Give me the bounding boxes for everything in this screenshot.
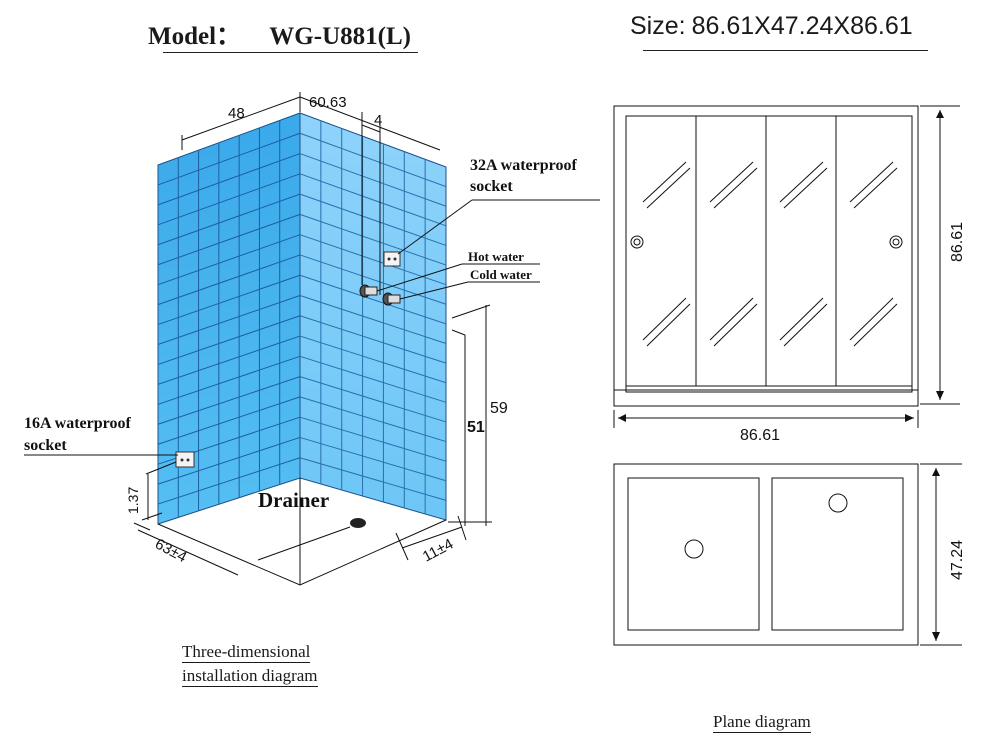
dim-48: 48 <box>228 105 245 122</box>
hot-water-pipe <box>359 263 540 298</box>
model-title-underline <box>163 52 418 53</box>
caption-plane: Plane diagram <box>713 712 811 733</box>
left-wall-grid-line <box>157 213 301 266</box>
left-wall-grid-line <box>157 376 301 425</box>
glass-panel-3 <box>765 115 837 387</box>
left-wall-grid-line <box>157 396 301 445</box>
left-wall-grid-line <box>157 335 301 385</box>
left-wall-grid-line <box>157 274 301 326</box>
left-wall-grid-line <box>157 254 301 306</box>
glass-panel-4 <box>835 115 913 387</box>
socket-16a <box>24 451 195 468</box>
caption-3d-line1: Three-dimensional <box>182 642 311 663</box>
dim-60-63: 60.63 <box>309 94 347 111</box>
right-wall-grid-line <box>299 436 447 482</box>
model-value: WG-U881(L) <box>269 23 411 50</box>
right-wall-grid-line <box>299 376 447 423</box>
size-value: 86.61X47.24X86.61 <box>691 12 913 40</box>
right-wall-grid-line <box>299 295 447 344</box>
size-title: Size:86.61X47.24X86.61 <box>630 12 913 41</box>
right-wall-grid-line <box>299 315 447 364</box>
right-wall-grid-line <box>299 274 447 325</box>
model-label: Model： <box>148 23 242 50</box>
label-hot-water: Hot water <box>468 249 524 264</box>
drain-circle-left <box>684 539 704 559</box>
cold-water-pipe <box>382 281 540 306</box>
right-wall-grid-line <box>299 457 447 501</box>
dim-59: 59 <box>490 400 508 417</box>
dim-socket-height <box>141 461 177 521</box>
front-height-label: 86.61 <box>949 222 966 262</box>
right-wall-grid-line <box>299 173 447 227</box>
left-wall-grid-line <box>157 315 301 365</box>
glass-panel-1 <box>625 115 697 387</box>
left-wall-grid-line <box>157 295 301 345</box>
right-wall-grid-line <box>299 153 447 207</box>
left-wall-grid-line <box>157 457 301 505</box>
top-view <box>613 463 919 646</box>
dim-floor-lines <box>133 515 467 576</box>
right-wall-grid-line <box>299 355 447 403</box>
model-title: Model： WG-U881(L) <box>148 16 411 52</box>
right-wall-grid-line <box>299 254 447 305</box>
left-wall-grid-line <box>157 355 301 405</box>
right-wall-grid-line <box>299 416 447 462</box>
dim-height-lines <box>448 304 492 526</box>
label-drainer: Drainer <box>258 488 329 512</box>
left-wall-grid-line <box>157 132 301 186</box>
label-16a-line2: socket <box>24 437 67 454</box>
plan-depth-label: 47.24 <box>949 540 966 580</box>
front-width-label: 86.61 <box>740 427 780 444</box>
caption-3d-line2: installation diagram <box>182 666 318 687</box>
drain-circle-right <box>828 493 848 513</box>
right-wall-grid-line <box>299 132 447 188</box>
left-wall-grid-line <box>157 234 301 286</box>
right-tiled-wall <box>299 112 447 521</box>
top-dims <box>920 463 962 646</box>
left-wall-grid-line <box>157 436 301 485</box>
right-wall-grid-line <box>299 335 447 384</box>
dim-4: 4 <box>374 112 382 129</box>
left-tiled-wall <box>157 112 301 525</box>
dim-63: 63±4 <box>152 536 189 567</box>
right-wall-grid-line <box>299 213 447 266</box>
left-wall-grid-line <box>157 153 301 206</box>
label-32a-line1: 32A waterproof <box>470 157 577 174</box>
size-label: Size: <box>630 12 686 40</box>
left-wall-grid-line <box>157 173 301 226</box>
dim-1-37: 1.37 <box>125 487 141 514</box>
front-dims <box>613 105 960 428</box>
front-view <box>613 105 919 407</box>
floor-outline <box>157 478 447 586</box>
label-cold-water: Cold water <box>470 267 532 282</box>
glass-panel-2 <box>695 115 767 387</box>
left-wall-grid-line <box>157 193 301 246</box>
socket-32a <box>383 199 600 267</box>
drainer <box>257 518 366 561</box>
label-32a-line2: socket <box>470 178 513 195</box>
right-wall-grid-line <box>299 396 447 443</box>
size-title-underline <box>643 50 928 51</box>
dim-top-lines <box>181 92 441 295</box>
label-16a-line1: 16A waterproof <box>24 415 131 432</box>
dim-51: 51 <box>467 419 485 436</box>
